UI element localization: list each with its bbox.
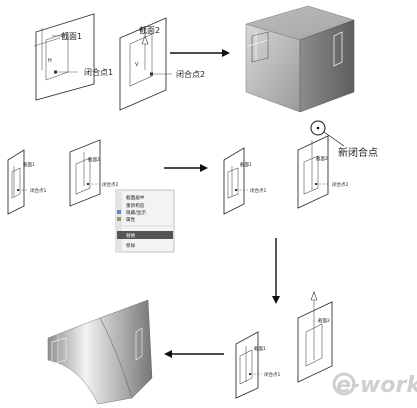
result-box-solid [245,5,355,113]
panel-sections-new-closure: 截面1 截面2 闭合点1 闭合点2 新闭合点 [223,120,378,215]
profile-rect-2 [129,33,153,87]
panel-sections-middle: 截面1 截面2 闭合点1 闭合点2 [7,139,118,215]
bot-plane-2 [297,301,333,383]
bot-profile-2 [305,323,323,367]
menu-item-hide-show[interactable]: 隐藏/显示 [117,209,146,216]
menu-item-replace[interactable]: 替换 [117,231,173,239]
mid-label-closure-1: 闭合点1 [30,187,46,194]
new-closure-point [316,126,320,130]
box-front-axis-h [247,39,269,47]
nc-profile-2 [303,155,319,195]
properties-icon [117,217,121,221]
menu-item-center-section[interactable]: 截面居中 [126,194,145,201]
nc-label-section-1: 截面1 [240,161,252,168]
context-menu-panel [115,189,175,253]
mid-closure-point-2 [87,183,89,185]
mid-plane-1 [7,149,25,215]
bot-closure-point-1 [249,373,251,375]
panel-sections-top: H V 截面1 截面2 闭合点1 闭合点2 [33,13,205,111]
twist-right-profile [135,327,143,361]
axis-arrow-2 [141,35,149,45]
svg-text:隐藏/显示: 隐藏/显示 [126,209,146,216]
result-twisted-loft [47,299,153,405]
h-mark-1: H [48,58,52,64]
label-closure-1: 闭合点1 [84,67,113,77]
mid-profile-2 [75,157,91,195]
mid-closure-point-1 [17,189,19,191]
menu-item-replace-highlight [117,231,173,239]
bot-plane-1 [235,331,259,399]
svg-text:属性: 属性 [126,216,136,223]
label-closure-2: 闭合点2 [176,69,205,79]
nc-plane-1 [223,147,245,215]
twist-right-face [99,299,153,399]
label-new-closure: 新闭合点 [338,146,378,159]
v-mark-2: V [135,62,139,68]
mid-label-section-1: 截面1 [23,161,35,168]
mid-profile-1 [11,167,21,199]
box-side-profile [333,31,343,67]
box-front-profile [251,31,269,63]
nc-label-closure-2: 闭合点2 [332,181,348,188]
bot-label-section-1: 截面1 [254,345,266,352]
nc-label-section-2: 截面2 [316,155,328,162]
bot-axis-arrow [310,291,318,301]
hide-show-icon [117,210,121,214]
new-closure-highlight-circle [310,120,326,136]
new-closure-leader [323,131,345,147]
nc-label-closure-1: 闭合点1 [250,187,266,194]
label-section-2: 截面2 [139,25,160,35]
arrow-left [164,350,224,358]
bot-profile-1 [239,349,253,385]
mid-plane-2 [69,139,101,207]
nc-plane-2 [297,135,329,209]
nc-closure-point-1 [235,189,237,191]
panel-sections-bottom: 截面1 闭合点1 截面2 [235,291,333,399]
bot-label-closure-1: 闭合点1 [264,371,280,378]
menu-item-properties[interactable]: 属性 [117,216,136,223]
menu-item-rebuild[interactable]: 重新构造 [126,202,145,209]
menu-item-remove[interactable]: 移除 [126,242,136,249]
eworks-watermark: e-works [332,372,417,398]
svg-text:截面居中: 截面居中 [126,194,145,201]
closure-point-2 [150,72,153,76]
mid-label-closure-2: 闭合点2 [102,181,118,188]
context-menu[interactable]: 截面居中 重新构造 隐藏/显示 属性 替换 移除 [115,189,175,253]
twist-left-profile [51,337,67,365]
box-side-face [299,19,355,113]
svg-text:移除: 移除 [126,242,136,249]
arrow-down [272,238,280,304]
svg-text:替换: 替换 [126,232,136,239]
closure-point-1 [54,70,57,74]
nc-closure-point-2 [315,183,317,185]
bot-label-section-2: 截面2 [318,317,330,324]
section-plane-2 [119,17,167,111]
axis-h-1 [33,37,61,47]
svg-text:重新构造: 重新构造 [126,202,145,209]
nc-profile-1 [227,167,239,199]
label-section-1: 截面1 [61,31,82,41]
mid-label-section-2: 截面2 [88,156,100,163]
watermark-text: e-works [336,373,417,398]
arrow-right-2 [164,164,208,172]
arrow-right-1 [170,49,230,57]
watermark-e-ring [332,372,356,396]
section-plane-1 [35,13,95,101]
